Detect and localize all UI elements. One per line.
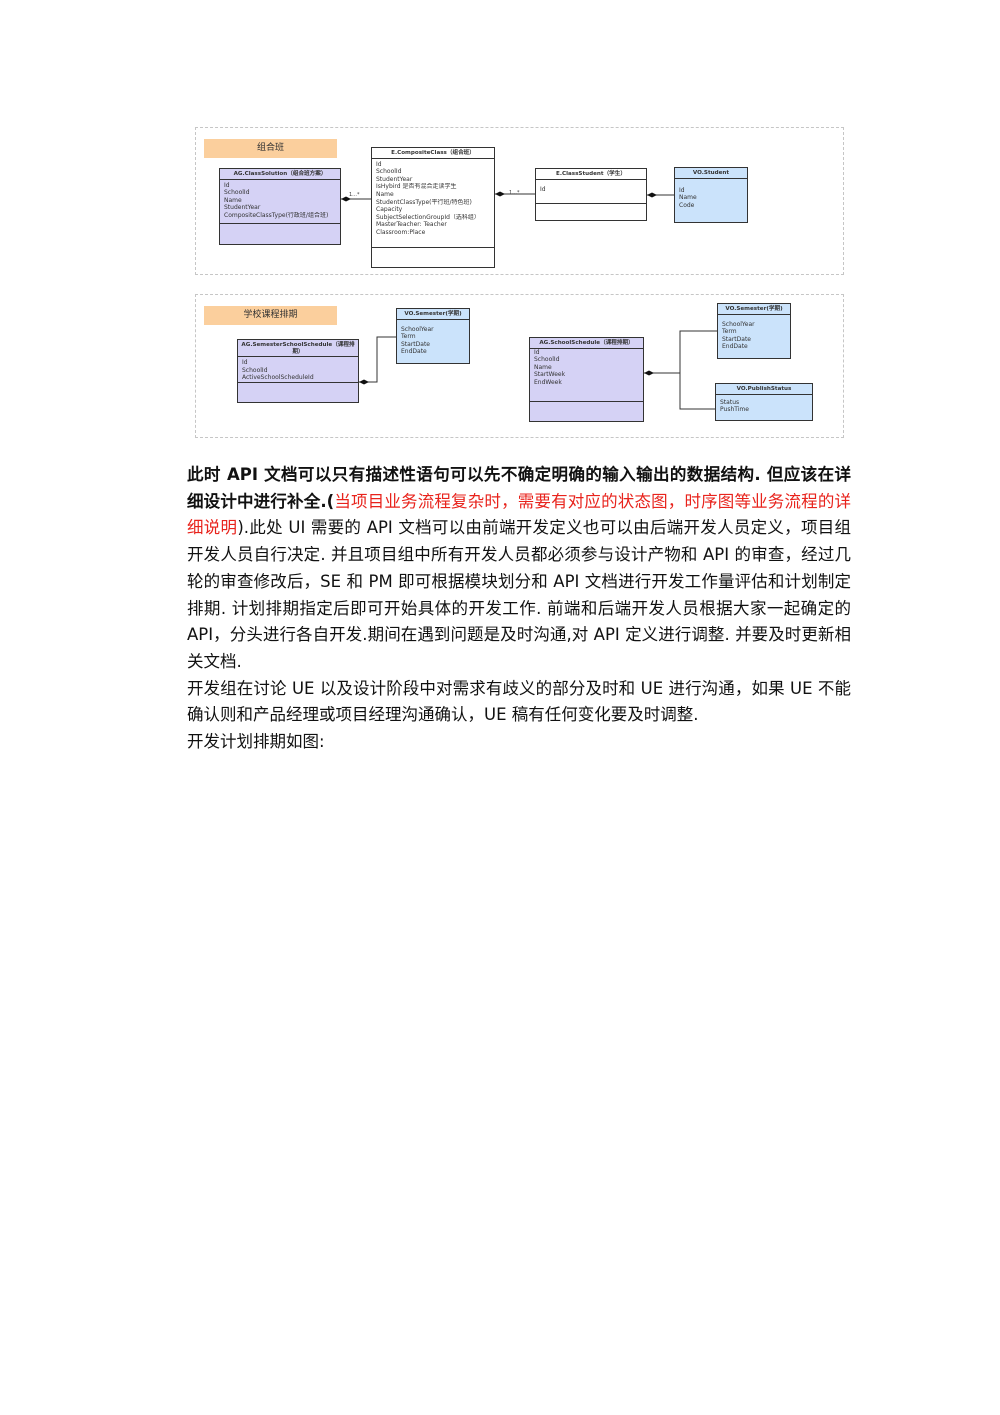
- group-label: 学校课程排期: [204, 306, 337, 325]
- open-paren: (: [326, 491, 335, 511]
- attr: Name: [679, 194, 697, 202]
- attr: Status: [720, 398, 740, 406]
- attr: StartDate: [722, 335, 751, 343]
- attr: Id: [242, 359, 248, 367]
- semester-right-box: VO.Semester(学期) SchoolYear Term StartDat…: [717, 303, 791, 359]
- association-links: [359, 330, 717, 410]
- class-header: E.CompositeClass（组合班）: [372, 148, 494, 159]
- composite-class-box: E.CompositeClass（组合班） Id SchoolId Studen…: [371, 147, 495, 268]
- attr: SubjectSelectionGroupId（选科组）: [376, 213, 480, 221]
- group-label: 组合班: [204, 139, 337, 158]
- attr: Name: [224, 196, 242, 204]
- attr: Id: [679, 186, 685, 194]
- attr: Classroom:Place: [376, 228, 426, 236]
- attr: Term: [401, 333, 416, 341]
- attr: Id: [534, 348, 540, 356]
- attr: Term: [722, 328, 737, 336]
- attr: IsHybird 是否有混合走读学生: [376, 183, 457, 191]
- attr: StartWeek: [534, 371, 566, 379]
- class-divider: [372, 247, 494, 248]
- paragraph: 此时 API 文档可以只有描述性语句可以先不确定明确的输入输出的数据结构. 但应…: [187, 462, 851, 676]
- attr: StudentYear: [376, 175, 413, 183]
- student-box: VO.Student Id Name Code: [674, 167, 748, 223]
- attr: SchoolYear: [401, 325, 434, 333]
- attr: StudentYear: [224, 204, 261, 212]
- class-divider: [530, 401, 643, 402]
- school-schedule-diagram: 学校课程排期 AG.SemesterSchoolSchedule（课程排期） I…: [195, 294, 844, 438]
- attr: SchoolId: [534, 356, 560, 364]
- attr: EndWeek: [534, 378, 562, 386]
- class-header: AG.SchoolSchedule（课程排期）: [530, 338, 643, 349]
- attr: Id: [376, 160, 382, 168]
- attr: Id: [540, 185, 546, 193]
- class-header: VO.PublishStatus: [716, 384, 812, 395]
- class-header: VO.Student: [675, 168, 747, 179]
- document-body: 此时 API 文档可以只有描述性语句可以先不确定明确的输入输出的数据结构. 但应…: [187, 462, 851, 756]
- attr: MasterTeacher: Teacher: [376, 221, 447, 229]
- class-header: AG.ClassSolution（组合班方案）: [220, 169, 340, 180]
- school-schedule-box: AG.SchoolSchedule（课程排期） Id SchoolId Name…: [529, 337, 644, 422]
- highlight-note: 当项目业务流程复杂时，需要有对应的状态图，时序图等业务流程的详细说明: [187, 491, 851, 538]
- paragraph-text: ).此处 UI 需要的 API 文档可以由前端开发定义也可以由后端开发人员定义，…: [187, 518, 852, 671]
- multiplicity-label: 1...*: [349, 192, 360, 198]
- attr: SchoolYear: [722, 320, 755, 328]
- class-solution-box: AG.ClassSolution（组合班方案） Id SchoolId Name…: [219, 168, 341, 245]
- semester-school-schedule-box: AG.SemesterSchoolSchedule（课程排期） Id Schoo…: [237, 339, 359, 403]
- attr: Name: [376, 190, 394, 198]
- publish-status-box: VO.PublishStatus Status PushTime: [715, 383, 813, 421]
- attr: SchoolId: [376, 168, 402, 176]
- attr: CompositeClassType(行政班/组合班): [224, 211, 329, 219]
- class-divider: [536, 203, 646, 204]
- class-header: VO.Semester(学期): [718, 304, 790, 315]
- association-links: [341, 191, 674, 202]
- attr: EndDate: [722, 343, 748, 351]
- class-header: VO.Semester(学期): [397, 309, 469, 320]
- attr: StartDate: [401, 340, 430, 348]
- attr: SchoolId: [242, 366, 268, 374]
- attr: Name: [534, 363, 552, 371]
- attr: StudentClassType(平行班/特色班): [376, 198, 472, 206]
- class-header: E.ClassStudent（学生）: [536, 169, 646, 180]
- bold-statement: 此时 API 文档可以只有描述性语句可以先不确定明确的输入输出的数据结构. 但应…: [187, 465, 851, 511]
- class-divider: [220, 223, 340, 224]
- multiplicity-label: 1...*: [509, 190, 520, 196]
- class-header: AG.SemesterSchoolSchedule（课程排期）: [238, 340, 358, 358]
- attr: Id: [224, 181, 230, 189]
- attr: SchoolId: [224, 189, 250, 197]
- paragraph: 开发组在讨论 UE 以及设计阶段中对需求有歧义的部分及时和 UE 进行沟通，如果…: [187, 678, 851, 725]
- attr: Code: [679, 201, 695, 209]
- composite-class-diagram: 组合班 AG.ClassSolution（组合班方案） Id SchoolId …: [195, 127, 844, 275]
- class-student-box: E.ClassStudent（学生） Id: [535, 168, 647, 221]
- paragraph: 开发计划排期如图:: [187, 732, 325, 752]
- class-divider: [238, 382, 358, 383]
- attr: PushTime: [720, 406, 749, 414]
- attr: EndDate: [401, 348, 427, 356]
- attr: ActiveSchoolScheduleId: [242, 374, 314, 382]
- semester-left-box: VO.Semester(学期) SchoolYear Term StartDat…: [396, 308, 470, 364]
- attr: Capacity: [376, 206, 403, 214]
